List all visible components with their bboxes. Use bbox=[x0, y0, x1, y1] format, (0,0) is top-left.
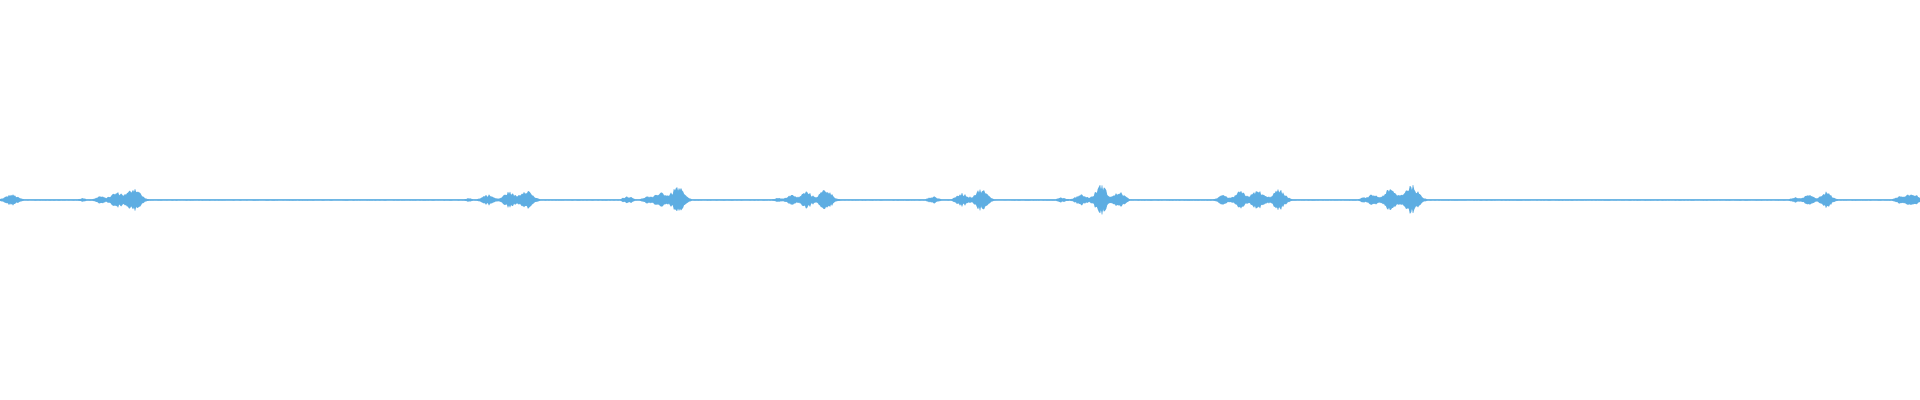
waveform-signal bbox=[0, 184, 1920, 215]
